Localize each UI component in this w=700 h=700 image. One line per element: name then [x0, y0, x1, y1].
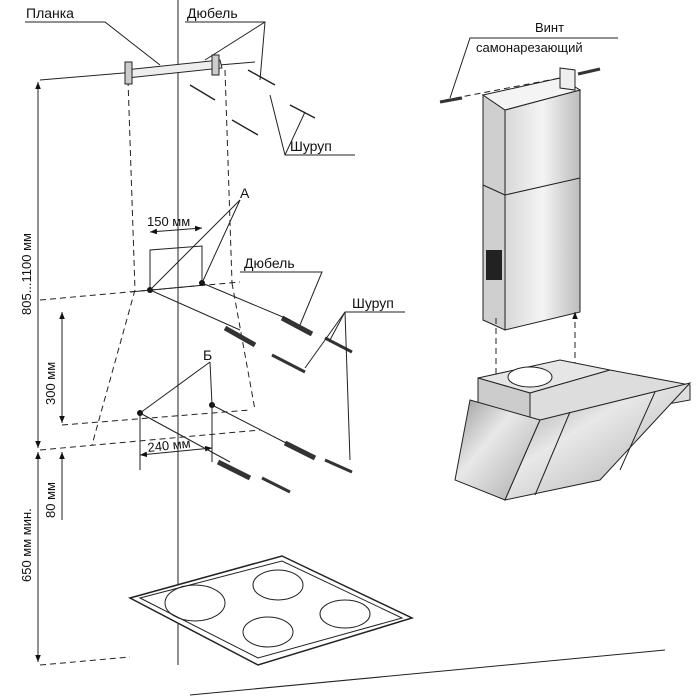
floor-line: [189, 649, 666, 696]
cooktop: [127, 555, 415, 666]
dimension-lines: [35, 82, 65, 662]
top-dowels: [189, 69, 276, 101]
label-point-a: А: [240, 185, 250, 201]
leader-lines: [25, 21, 405, 461]
label-dim-150: 150 мм: [147, 214, 190, 229]
label-dowel-mid: Дюбель: [244, 255, 295, 271]
chimney-cover: [439, 37, 618, 412]
label-screw-top: Шуруп: [290, 138, 332, 154]
label-dowel-top: Дюбель: [187, 5, 238, 21]
label-screw-line1: Винт: [535, 20, 564, 35]
lower-dowels: [216, 440, 353, 494]
vent-slots-icon: [486, 250, 502, 280]
label-screw-mid: Шуруп: [352, 295, 394, 311]
top-screws: [231, 104, 316, 136]
label-dim-805-1100: 805...1100 мм: [19, 233, 34, 315]
label-bracket: Планка: [26, 5, 74, 21]
label-dim-650: 650 мм мин.: [19, 508, 34, 582]
hood-body: [454, 359, 692, 501]
lower-mounting-holes: [137, 361, 291, 470]
label-screw-line2: самонарезающий: [476, 40, 583, 55]
mounting-bracket: [124, 54, 223, 85]
label-dim-300: 300 мм: [43, 362, 58, 405]
label-dim-240: 240 мм: [147, 436, 192, 455]
label-dim-80: 80 мм: [43, 482, 58, 518]
label-point-b: Б: [203, 347, 212, 363]
mid-dowels: [149, 282, 353, 374]
